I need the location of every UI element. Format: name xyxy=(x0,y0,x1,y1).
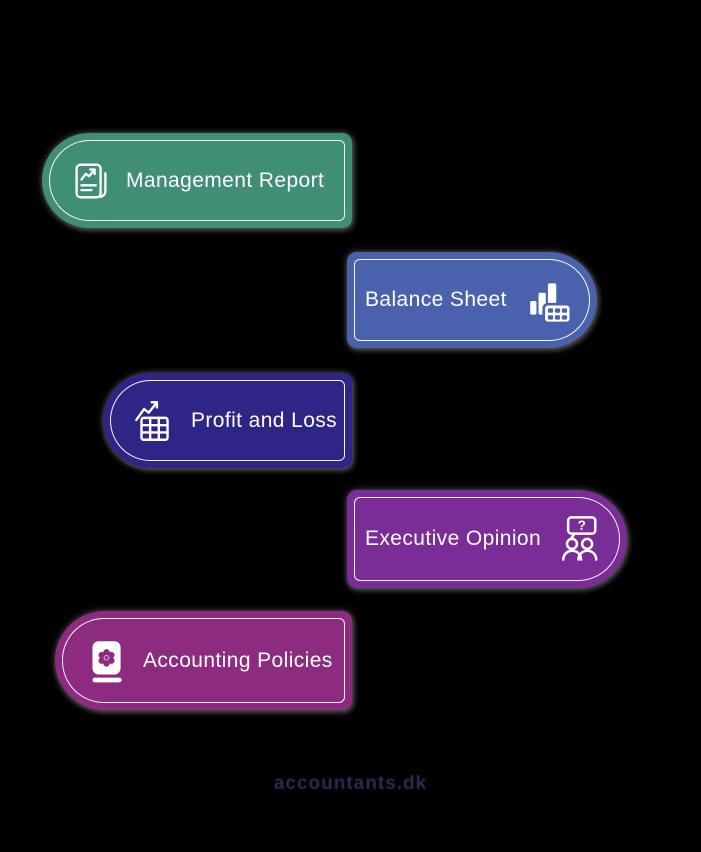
barchart-calculator-icon xyxy=(525,275,575,325)
table-growth-icon xyxy=(129,396,179,446)
node-label: Executive Opinion xyxy=(365,527,542,550)
node-label: Profit and Loss xyxy=(191,408,338,432)
report-document-icon xyxy=(68,158,114,204)
people-question-icon: ? xyxy=(553,513,605,565)
node-balance-sheet: Balance Sheet xyxy=(347,252,597,348)
node-label: Management Report xyxy=(126,168,325,192)
question-mark-glyph: ? xyxy=(578,518,586,533)
node-label: Accounting Policies xyxy=(143,648,333,672)
node-accounting-policies: Accounting Policies xyxy=(55,611,352,710)
node-management-report: Management Report xyxy=(42,133,352,228)
node-executive-opinion: Executive Opinion ? xyxy=(347,490,627,588)
policy-book-icon xyxy=(81,636,131,686)
node-profit-and-loss: Profit and Loss xyxy=(103,373,352,468)
node-label: Balance Sheet xyxy=(365,288,507,311)
watermark-text: accountants.dk xyxy=(273,773,428,794)
